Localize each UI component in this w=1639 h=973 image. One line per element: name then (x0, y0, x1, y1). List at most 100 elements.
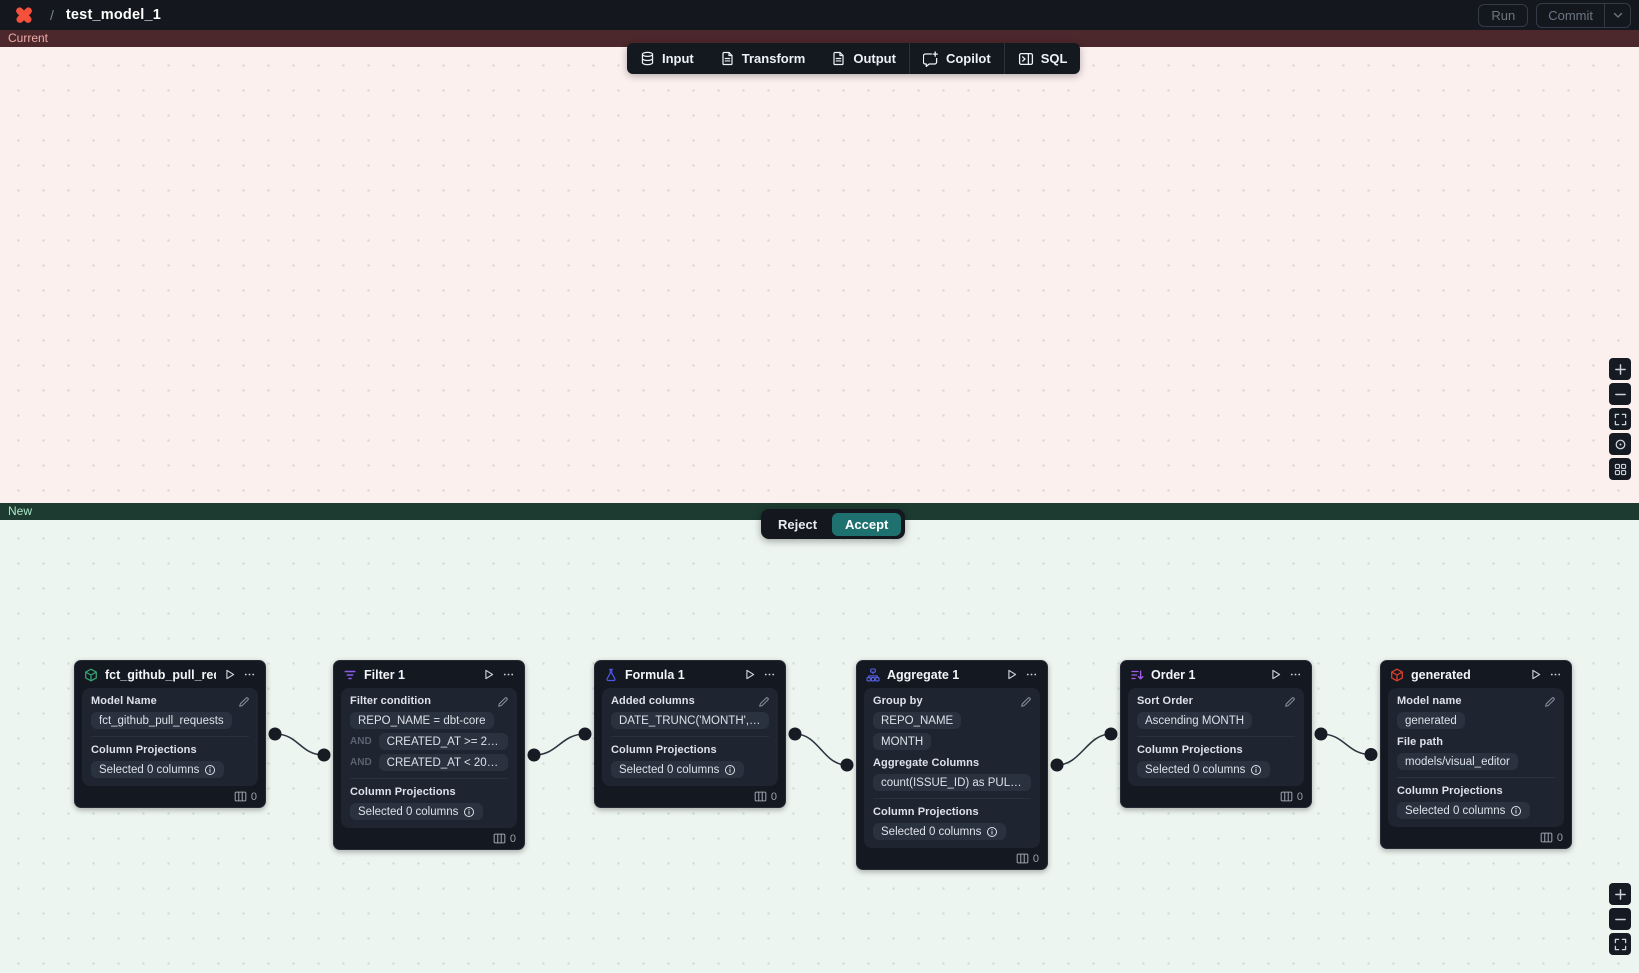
zoom-in-button[interactable] (1609, 358, 1631, 380)
fit-view-button[interactable] (1609, 933, 1631, 955)
edit-icon[interactable] (758, 696, 770, 708)
node-header[interactable]: Filter 1 (334, 661, 524, 688)
node-footer: 0 (334, 828, 524, 849)
edit-icon[interactable] (1020, 696, 1032, 708)
current-canvas[interactable] (0, 47, 1639, 503)
more-options-icon[interactable] (1025, 668, 1038, 681)
more-options-icon[interactable] (1289, 668, 1302, 681)
node-footer: 0 (595, 786, 785, 807)
auto-layout-button[interactable] (1609, 458, 1631, 480)
canvas-node-fct_github_pull_requests[interactable]: fct_github_pull_requests Model Namefct_g… (74, 660, 266, 808)
zoom-in-button[interactable] (1609, 883, 1631, 905)
info-icon[interactable] (1510, 805, 1522, 817)
diff-actions: Reject Accept (761, 509, 906, 539)
value-row: models/visual_editor (1397, 753, 1555, 770)
info-icon[interactable] (986, 826, 998, 838)
edit-icon[interactable] (238, 696, 250, 708)
section-label: Aggregate Columns (873, 757, 980, 769)
value-pill: Selected 0 columns (873, 823, 1007, 840)
accept-button[interactable]: Accept (832, 512, 902, 536)
info-icon[interactable] (204, 764, 216, 776)
zoom-out-button[interactable] (1609, 383, 1631, 405)
info-icon[interactable] (724, 764, 736, 776)
edit-icon[interactable] (497, 696, 509, 708)
toolbar-divider (1003, 43, 1005, 74)
edit-icon[interactable] (1284, 696, 1296, 708)
recenter-button[interactable] (1609, 433, 1631, 455)
copilot-button[interactable]: Copilot (910, 43, 1004, 74)
info-icon[interactable] (1250, 764, 1262, 776)
sql-panel-icon (1018, 52, 1033, 65)
value-pill: Selected 0 columns (1397, 802, 1531, 819)
value-row: DATE_TRUNC('MONTH', CREATED_AT… (611, 712, 769, 729)
value-pill: Selected 0 columns (611, 761, 745, 778)
node-header[interactable]: Order 1 (1121, 661, 1311, 688)
add-transform-button[interactable]: Transform (707, 43, 819, 74)
run-node-button[interactable] (1529, 668, 1542, 681)
fit-view-button[interactable] (1609, 408, 1631, 430)
column-count: 0 (1296, 790, 1303, 803)
value-row: fct_github_pull_requests (91, 712, 249, 729)
commit-button[interactable]: Commit (1548, 7, 1593, 23)
columns-icon (234, 791, 247, 802)
current-canvas-controls (1609, 358, 1631, 480)
node-title: Order 1 (1151, 667, 1196, 682)
copilot-icon (922, 50, 938, 67)
edit-icon[interactable] (1544, 696, 1556, 708)
more-options-icon[interactable] (1549, 668, 1562, 681)
value-row: Ascending MONTH (1137, 712, 1295, 729)
node-footer: 0 (1381, 827, 1571, 848)
node-footer: 0 (1121, 786, 1311, 807)
sql-panel-button[interactable]: SQL (1005, 43, 1081, 74)
layout-grid-icon (1614, 463, 1626, 475)
add-output-button[interactable]: Output (818, 43, 909, 74)
commit-dropdown-button[interactable] (1604, 3, 1630, 27)
formula-icon (604, 668, 618, 682)
minus-icon (1614, 918, 1626, 920)
node-header[interactable]: Aggregate 1 (857, 661, 1047, 688)
run-node-button[interactable] (1005, 668, 1018, 681)
reject-button[interactable]: Reject (765, 517, 830, 532)
node-header[interactable]: fct_github_pull_requests (75, 661, 265, 688)
run-button[interactable]: Run (1478, 3, 1529, 27)
info-icon[interactable] (463, 806, 475, 818)
value-pill: REPO_NAME = dbt-core (350, 712, 494, 729)
toolbar-label: SQL (1040, 51, 1068, 66)
run-node-button[interactable] (1269, 668, 1282, 681)
add-input-button[interactable]: Input (627, 43, 707, 74)
aggregate-icon (866, 667, 880, 682)
dbt-logo-icon[interactable] (14, 5, 34, 25)
run-node-button[interactable] (223, 668, 236, 681)
more-options-icon[interactable] (763, 668, 776, 681)
columns-icon (493, 833, 506, 844)
more-options-icon[interactable] (243, 668, 256, 681)
zoom-out-button[interactable] (1609, 908, 1631, 930)
value-row: Selected 0 columns (611, 761, 769, 778)
more-options-icon[interactable] (502, 668, 515, 681)
run-node-button[interactable] (482, 668, 495, 681)
node-title: Filter 1 (364, 667, 405, 682)
toolbar-label: Transform (741, 51, 806, 66)
model-title: test_model_1 (65, 7, 161, 23)
column-count: 0 (250, 790, 257, 803)
node-header[interactable]: Formula 1 (595, 661, 785, 688)
breadcrumb-separator: / (50, 7, 54, 23)
run-node-button[interactable] (743, 668, 756, 681)
columns-icon (1016, 853, 1029, 864)
node-footer: 0 (75, 786, 265, 807)
node-header[interactable]: generated (1381, 661, 1571, 688)
